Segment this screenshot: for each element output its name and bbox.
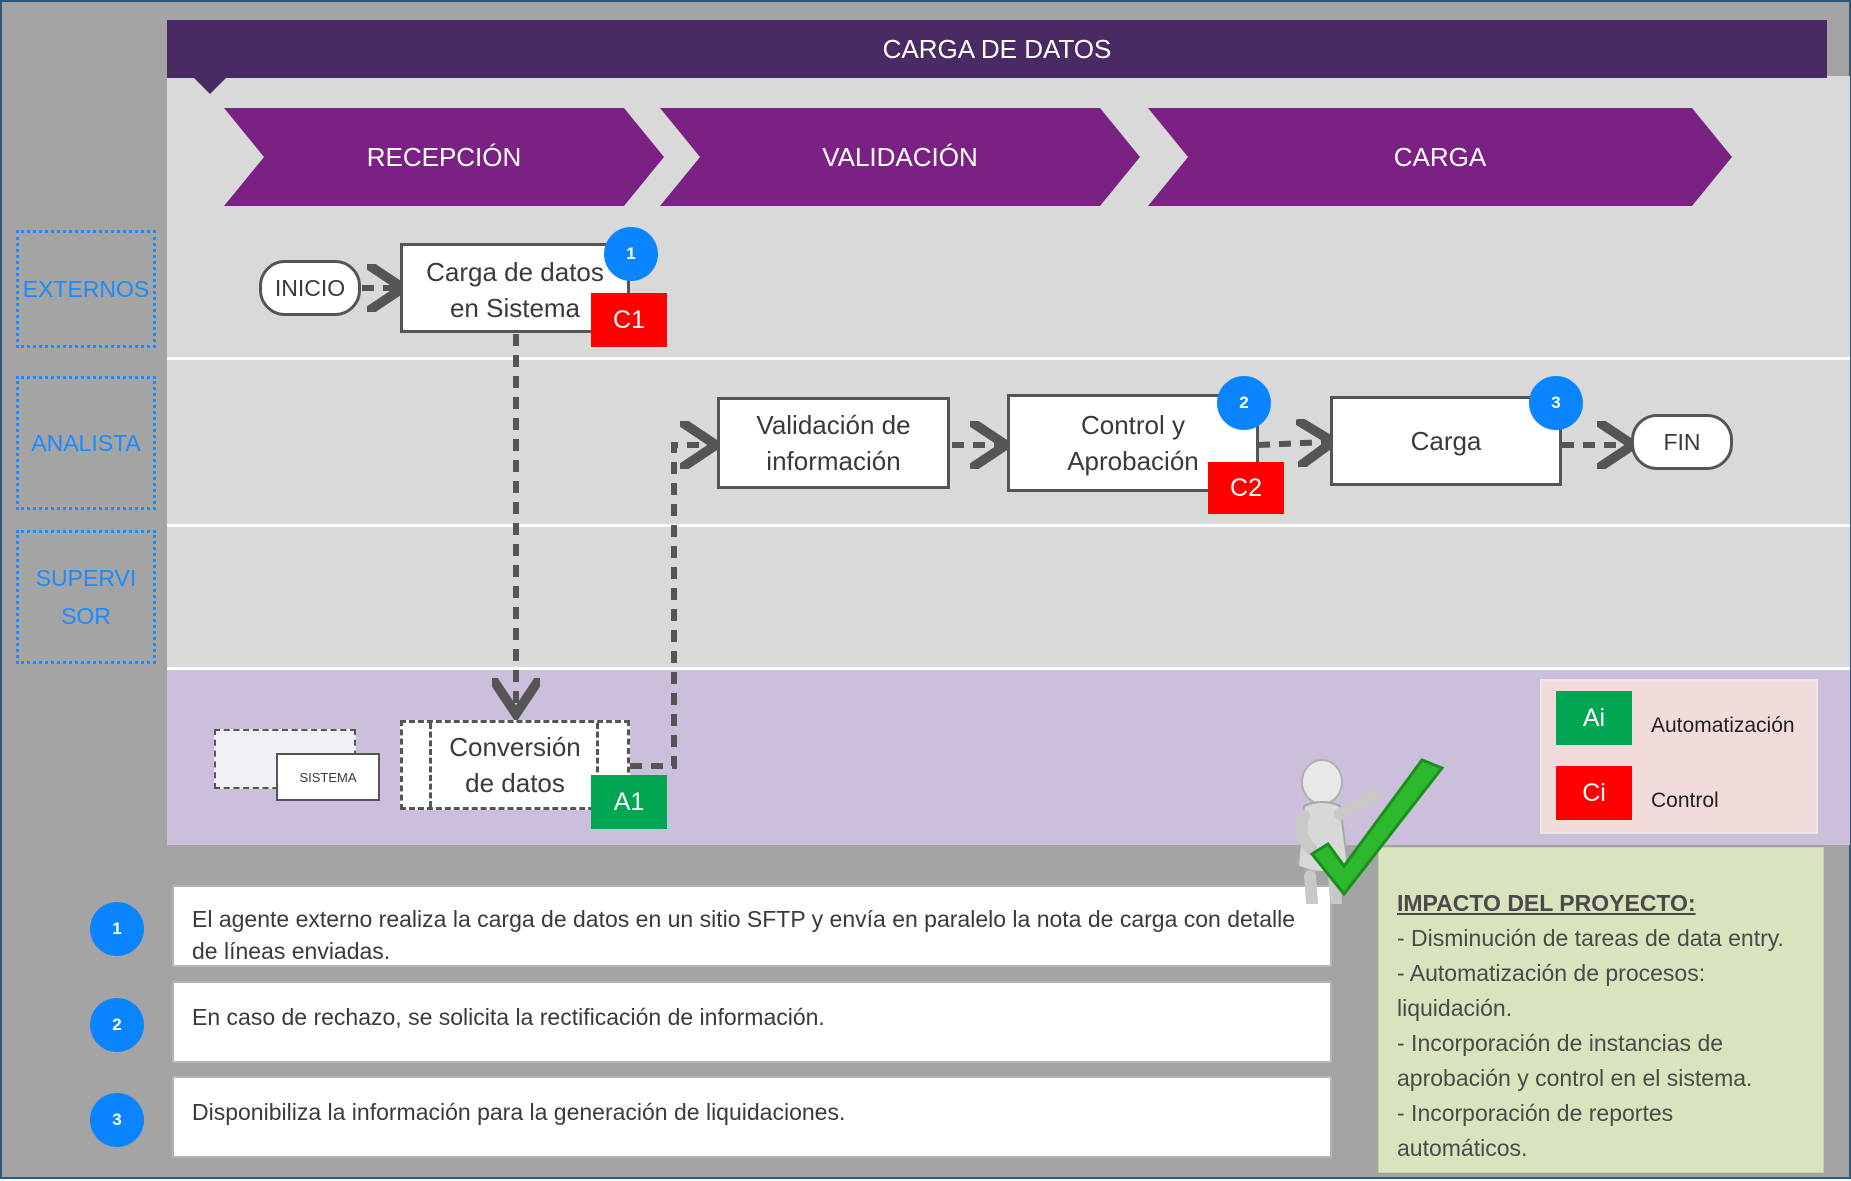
diagram-title: CARGA DE DATOS — [882, 33, 1112, 64]
end-node: FIN — [1631, 414, 1733, 470]
note-badge-1: 1 — [90, 902, 144, 956]
note-badge-2: 2 — [90, 998, 144, 1052]
stage-chevron-recepcion: RECEPCIÓN — [224, 108, 664, 206]
lane-label-externos: EXTERNOS — [16, 230, 156, 348]
start-node: INICIO — [259, 260, 361, 316]
process-carga: Carga — [1330, 396, 1562, 486]
stage-label: VALIDACIÓN — [822, 141, 978, 172]
note-2: En caso de rechazo, se solicita la recti… — [172, 981, 1332, 1063]
control-tag-c2: C2 — [1208, 462, 1284, 514]
step-badge-3: 3 — [1529, 376, 1583, 430]
legend-automation-tag: Ai — [1556, 691, 1632, 745]
stage-chevron-carga: CARGA — [1148, 108, 1732, 206]
node-label: Carga de datos en Sistema — [426, 257, 604, 323]
node-label: Validación de información — [756, 410, 911, 476]
node-label: Control y Aprobación — [1067, 410, 1199, 476]
stage-label: RECEPCIÓN — [366, 141, 522, 172]
impact-item: - Incorporación de reportes automáticos. — [1397, 1100, 1674, 1161]
conversion-inner — [429, 723, 599, 807]
impact-title: IMPACTO DEL PROYECTO: — [1397, 890, 1696, 916]
arrow-control-to-carga — [1257, 442, 1327, 445]
arrow-conversion-to-validacion — [630, 445, 710, 769]
legend-control-tag: Ci — [1556, 766, 1632, 820]
note-1: El agente externo realiza la carga de da… — [172, 885, 1332, 967]
control-tag-c1: C1 — [591, 293, 667, 347]
node-label: Conversión de datos — [449, 732, 581, 798]
legend-control-label: Control — [1651, 789, 1719, 812]
process-validacion: Validación de información — [717, 397, 950, 489]
step-badge-2: 2 — [1217, 376, 1271, 430]
impact-item: - Incorporación de instancias de aprobac… — [1397, 1030, 1753, 1091]
lane-label-supervisor: SUPERVI SOR — [16, 530, 156, 664]
person-checkmark-icon — [1295, 758, 1445, 904]
system-legend-label: SISTEMA — [299, 769, 357, 785]
note-3: Disponibiliza la información para la gen… — [172, 1076, 1332, 1158]
lane-divider — [167, 524, 1850, 527]
impact-panel: IMPACTO DEL PROYECTO: - Disminución de t… — [1378, 847, 1824, 1173]
lane-label-analista: ANALISTA — [16, 376, 156, 510]
automation-tag-a1: A1 — [591, 775, 667, 829]
step-badge-1: 1 — [604, 227, 658, 281]
note-badge-3: 3 — [90, 1093, 144, 1147]
impact-item: - Disminución de tareas de data entry. — [1397, 925, 1784, 951]
lane-divider — [167, 667, 1850, 670]
process-carga-datos: Carga de datos en Sistema — [400, 243, 630, 333]
legend-automation-label: Automatización — [1651, 714, 1795, 737]
lane-divider — [167, 357, 1850, 360]
impact-item: - Automatización de procesos: liquidació… — [1397, 960, 1706, 1021]
diagram-header: CARGA DE DATOS — [167, 20, 1827, 78]
header-pointer — [192, 76, 228, 94]
system-legend-box: SISTEMA — [276, 753, 380, 801]
lane-label-text: SUPERVI SOR — [35, 565, 137, 629]
stage-label: CARGA — [1393, 141, 1487, 172]
stage-chevron-validacion: VALIDACIÓN — [660, 108, 1140, 206]
